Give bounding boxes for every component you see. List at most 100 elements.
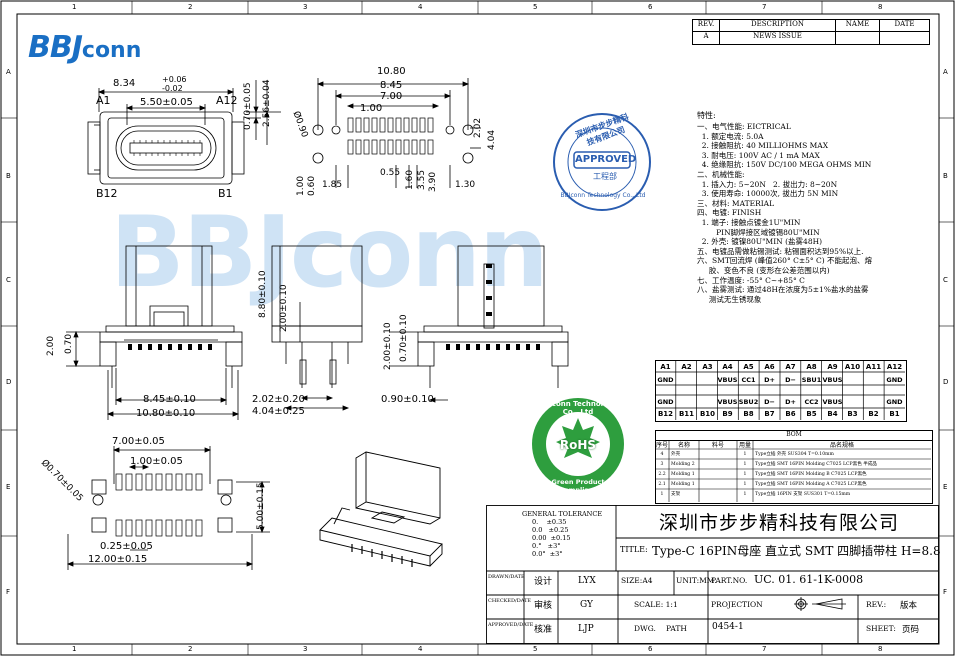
specs-title: 特性: [697, 111, 716, 120]
pin-label: B3 [847, 410, 858, 418]
company-name: 深圳市步步精科技有限公司 [658, 512, 899, 534]
date-header: DATE [880, 20, 929, 32]
fp-202: 2.02 [473, 117, 483, 138]
border-col-2-bottom: 2 [188, 645, 193, 653]
isometric-view-drawing [319, 451, 443, 567]
sv-202: 2.02±0.20 [252, 394, 305, 405]
spec-line: 四、电镀: FINISH [697, 208, 762, 218]
bom-cell: Molding 2 [671, 462, 695, 467]
label-b12: B12 [96, 187, 118, 200]
border-col-8: 8 [878, 3, 883, 11]
pin-signal: GND [886, 398, 903, 406]
spec-line: 五、电镀品需做粘锡测试: 粘锡面积达到95%以上. [697, 246, 864, 256]
name-header: NAME [836, 20, 880, 32]
rohs-center: RoHS [559, 438, 597, 452]
bom-cell: 1 [743, 482, 747, 487]
company-logo: BBJconn [28, 30, 141, 65]
projection-label: PROJECTION [711, 600, 763, 609]
dwg-number: 0454-1 [712, 622, 744, 632]
part-no: UC. 01. 61-1K-0008 [754, 573, 864, 586]
spec-line: 4. 绝缘阻抗: 150V DC/100 MEGA OHMS MIN [697, 160, 872, 170]
bom-cell: 支架 [671, 492, 681, 497]
border-row-d: D [6, 378, 12, 386]
bom-cell: 2.2 [658, 472, 666, 477]
dim-top-width: 8.34 [113, 78, 136, 89]
border-col-6: 6 [648, 3, 653, 11]
border-row-e: E [6, 483, 11, 491]
bom-cell: Molding 1 [671, 482, 695, 487]
logo-text-light: conn [81, 38, 142, 63]
stamp-dept: 工程部 [593, 172, 617, 181]
bom-cell: Type立插 SMT 16PIN Molding A C7025 LCP黑色 [755, 482, 867, 487]
spec-line: 一、电气性能: EICTRICAL [697, 122, 791, 131]
sheet-label: SHEET: [866, 624, 896, 633]
spec-line: 六、SMT回流焊 (峰值260° C±5° C) 不能起泡、熔 [697, 256, 873, 266]
bom-cell: 1 [743, 462, 747, 467]
spec-line: 三、材料: MATERIAL [697, 198, 775, 208]
border-col-7: 7 [762, 3, 767, 11]
border-row-c: C [6, 276, 11, 284]
pin-label: A5 [743, 363, 754, 371]
side-view-drawing [271, 245, 363, 411]
watermark-text: BBJconn [110, 196, 549, 310]
border-row-f-right: F [943, 588, 948, 596]
bom-cell: 外壳 [671, 452, 681, 457]
border-col-5: 5 [533, 3, 538, 11]
rohs-ring-top: BBJconn Technology Co., Ltd [538, 400, 618, 416]
bom-header: 序号 [655, 442, 668, 449]
fv-200: 2.00 [46, 335, 56, 356]
fp-130: 1.30 [455, 180, 476, 190]
pin-label: B2 [868, 410, 879, 418]
border-col-4: 4 [418, 3, 423, 11]
pin-label: B1 [889, 410, 900, 418]
label-a12: A12 [216, 94, 238, 107]
sv-404: 4.04±0.25 [252, 406, 305, 417]
bom-cell: 3 [660, 462, 664, 467]
fp-055: 0.55 [380, 168, 401, 178]
border-col-1-bottom: 1 [72, 645, 77, 653]
general-tolerance: GENERAL TOLERANCE 0. ±0.35 0.0 ±0.25 0.0… [492, 510, 602, 558]
border-col-1: 1 [72, 3, 77, 11]
spec-line: 1. 额定电流: 5.0A [697, 131, 764, 141]
spec-line: 2. 外壳: 镀镍80U"MIN (盐雾48H) [697, 237, 823, 247]
bom-cell: 1 [743, 492, 747, 497]
pin-signal: D+ [785, 398, 796, 406]
spec-line: PIN脚焊接区域镀锡80U"MIN [697, 227, 820, 237]
dim-top-tolerance: +0.06 -0.02 [162, 75, 187, 93]
pin-label: B4 [827, 410, 838, 418]
pin-signal: GND [886, 376, 903, 384]
fp-1080: 10.80 [377, 66, 406, 77]
pin-signal: D− [764, 398, 775, 406]
specs-list: 一、电气性能: EICTRICAL 1. 额定电流: 5.0A 2. 接触阻抗:… [697, 122, 872, 304]
tolerance-row: 0. ±0.35 [532, 518, 567, 526]
drawn-name: LYX [578, 576, 596, 586]
border-col-3-bottom: 3 [303, 645, 308, 653]
tolerance-row: 0.00 ±0.15 [532, 534, 571, 542]
border-col-4-bottom: 4 [418, 645, 423, 653]
bom-cell: 1 [743, 452, 747, 457]
bom-header: 品名规格 [829, 442, 854, 449]
unit-field: UNIT:MM. [676, 576, 717, 585]
spec-line: 测试无生锈现象 [697, 294, 762, 304]
part-no-label: PART.NO. [711, 576, 748, 585]
rev-label: REV.: [866, 600, 887, 609]
border-row-b-right: B [943, 172, 948, 180]
bom-cell: 1 [743, 472, 747, 477]
rv-090: 0.90±0.10 [381, 394, 434, 405]
border-row-d-right: D [943, 378, 949, 386]
pcb-layout-drawing [66, 446, 270, 570]
pin-signal: VBUS [717, 376, 738, 384]
sv-880: 8.80±0.10 [258, 270, 268, 318]
bom-cell: Type立插 SMT 16PIN Molding C7025 LCP黑色 半成品 [755, 462, 878, 467]
pin-signal: VBUS [822, 398, 843, 406]
bom-header: 料号 [711, 442, 724, 449]
pin-label: B11 [678, 410, 695, 418]
pin-signal: SBU2 [738, 398, 759, 406]
title-block-grid [486, 505, 939, 644]
spec-line: 七、工作温度: -55° C~+85° C [697, 275, 805, 285]
drawing-title: Type-C 16PIN母座 直立式 SMT 四脚插带柱 H=8.8 [652, 544, 941, 558]
name-value [836, 32, 880, 44]
pinout-table [655, 360, 907, 422]
rev-value: A [693, 32, 720, 44]
